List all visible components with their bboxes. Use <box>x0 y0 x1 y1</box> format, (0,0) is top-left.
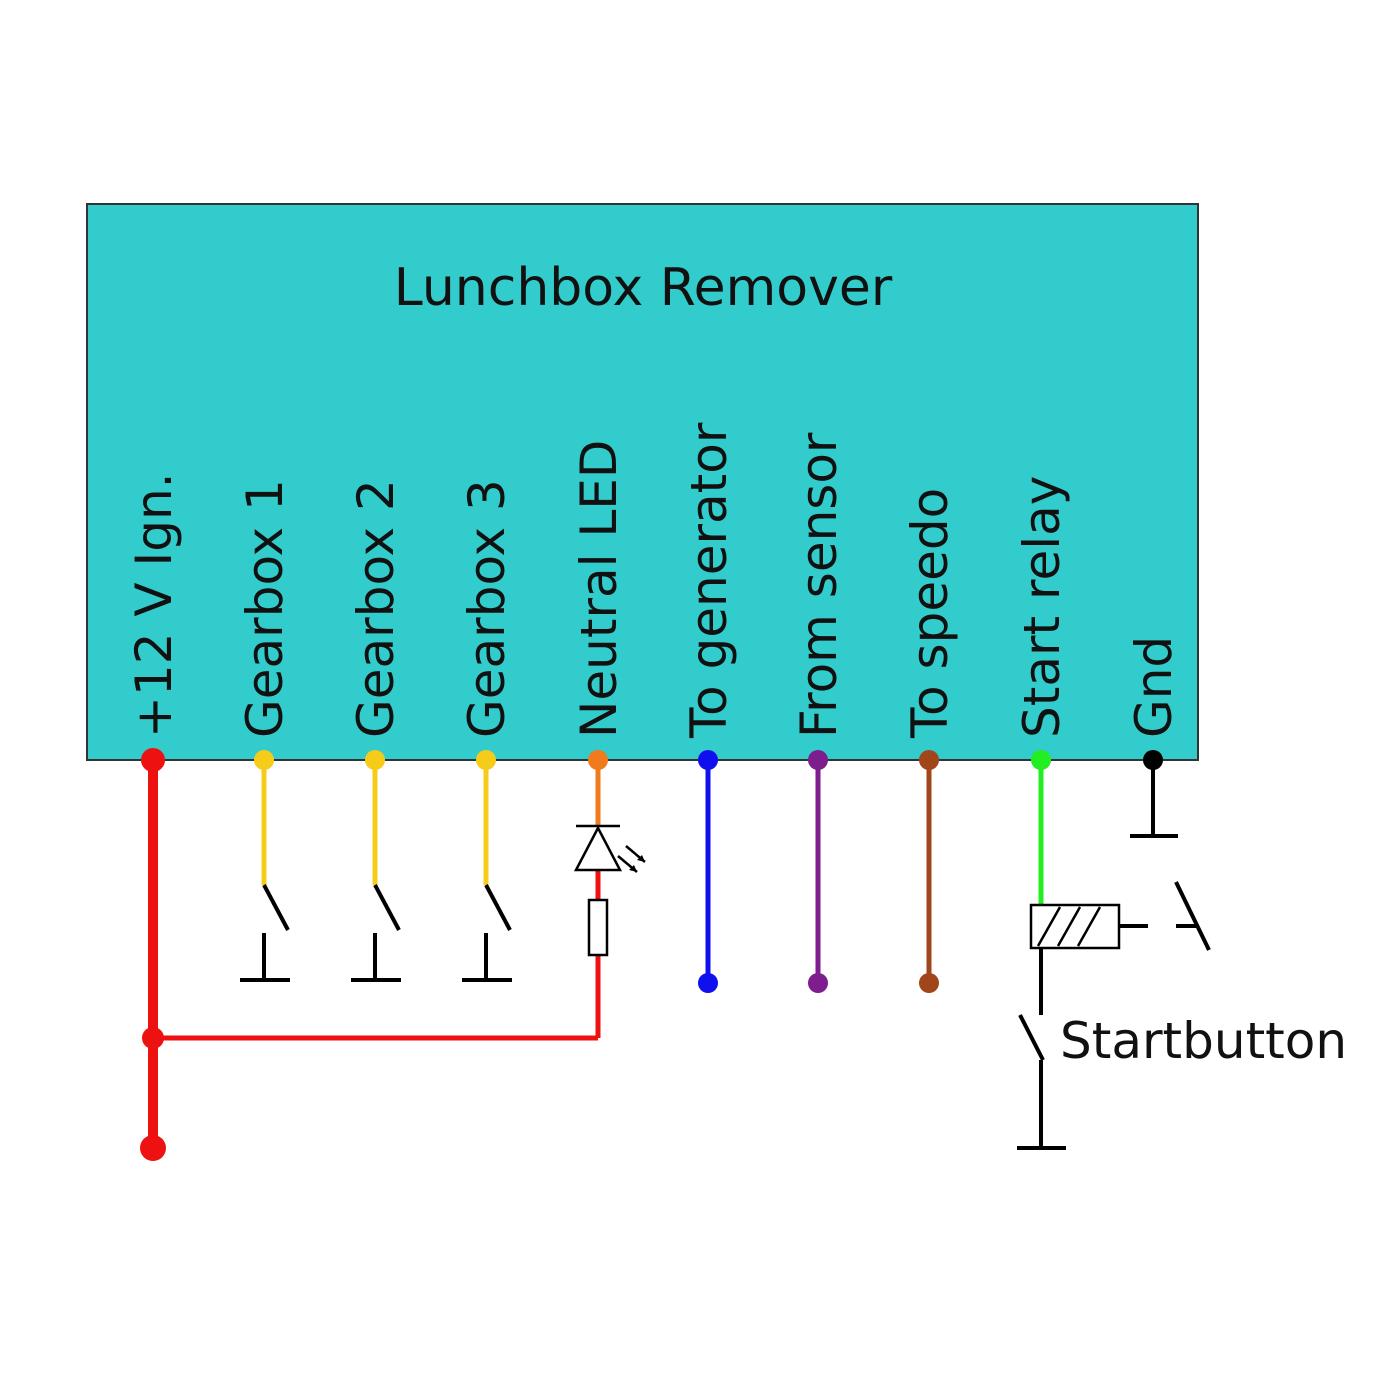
pin-label-gb1: Gearbox 1 <box>236 479 294 738</box>
pin-label-led: Neutral LED <box>570 440 628 738</box>
pin-dot-gb3 <box>476 750 496 770</box>
pin-dot-gnd <box>1143 750 1163 770</box>
pin-dot-ign <box>141 748 165 772</box>
sensor-wire-end-dot <box>808 973 828 993</box>
pin-label-gnd: Gnd <box>1125 636 1183 738</box>
start-relay-coil-symbol <box>1029 903 1148 950</box>
gearbox-2-switch-symbol <box>351 884 401 982</box>
junction-dot <box>142 1027 164 1049</box>
gearbox-1-switch-symbol <box>240 884 290 982</box>
pin-dot-led <box>588 750 608 770</box>
control-unit-box <box>86 203 1199 761</box>
pin-labels: +12 V Ign. Gearbox 1 Gearbox 2 Gearbox 3 Neu… <box>125 422 1183 739</box>
pin-label-gb2: Gearbox 2 <box>347 479 405 738</box>
generator-wire-end-dot <box>698 973 718 993</box>
startbutton-label: Startbutton <box>1060 1012 1347 1070</box>
startbutton-switch-symbol <box>1017 948 1066 1150</box>
relay-contact-symbol <box>1174 881 1211 951</box>
pin-label-relay: Start relay <box>1013 476 1071 738</box>
led-resistor-symbol <box>587 898 609 957</box>
pin-label-sens: From sensor <box>790 432 848 738</box>
pin-label-speedo: To speedo <box>901 488 959 739</box>
pin-label-ign: +12 V Ign. <box>125 472 183 738</box>
pin-label-gen: To generator <box>680 422 738 739</box>
symbols <box>240 824 1211 1150</box>
pin-dots <box>141 748 1163 772</box>
ignition-supply-wire <box>140 760 601 1161</box>
gearbox-3-switch-symbol <box>462 884 512 982</box>
pin-dot-gen <box>698 750 718 770</box>
pin-dot-relay <box>1031 750 1051 770</box>
neutral-led-symbol <box>573 824 646 873</box>
wires <box>140 760 1155 1161</box>
control-unit-title: Lunchbox Remover <box>394 258 893 318</box>
pin-dot-speedo <box>919 750 939 770</box>
pin-dot-gb1 <box>254 750 274 770</box>
pin-dot-gb2 <box>365 750 385 770</box>
speedo-wire-end-dot <box>919 973 939 993</box>
pin-dot-sens <box>808 750 828 770</box>
pin-label-gb3: Gearbox 3 <box>458 479 516 738</box>
supply-terminal-dot <box>140 1135 166 1161</box>
